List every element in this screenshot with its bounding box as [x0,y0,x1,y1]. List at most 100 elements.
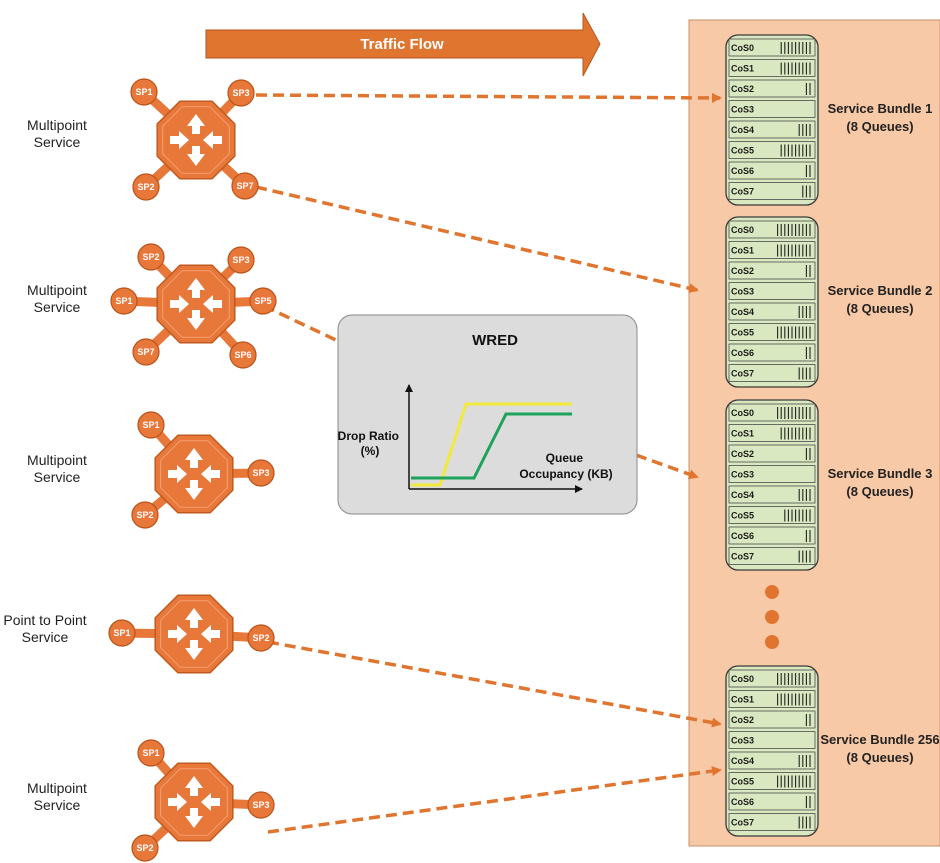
router-arrow-left [168,625,187,643]
router-bevel [160,600,228,668]
queue-cell [728,465,816,483]
service-port[interactable]: SP2 [247,624,275,652]
service-port[interactable]: SP2 [131,834,159,862]
queue-label: CoS7 [731,552,754,562]
bundle-name: Service Bundle 1 [828,101,933,116]
service-port[interactable]: SP7 [231,172,259,200]
router-arrow-right [201,793,220,811]
router-arrow-left [168,793,187,811]
port-label: SP1 [113,628,130,638]
wred-title: WRED [472,332,518,349]
service-label-line: Service [22,629,69,645]
port-circle [132,338,160,366]
service-label-line: Multipoint [27,452,87,468]
queue-label: CoS0 [731,674,754,684]
service-port[interactable]: SP5 [249,287,277,315]
wred-y-label-line: Drop Ratio [338,429,399,443]
service-port[interactable]: SP1 [137,411,165,439]
service-port[interactable]: SP3 [247,791,275,819]
router-icon[interactable] [156,100,236,180]
queue-cell [728,220,816,239]
service-port[interactable]: SP1 [137,739,165,767]
queue-cell [728,282,816,300]
queue-label: CoS0 [731,43,754,53]
queue-cell [728,506,816,524]
port-circle [231,172,259,200]
queue-label: CoS6 [731,166,754,176]
service-port[interactable]: SP2 [132,173,160,201]
service-port[interactable]: SP3 [227,79,255,107]
queue-cell [728,813,816,831]
queue-label: CoS6 [731,531,754,541]
queue-label: CoS4 [731,125,754,135]
service-bundle: CoS0CoS1CoS2CoS3CoS4CoS5CoS6CoS7Service … [725,34,933,206]
queue-cell [728,100,816,118]
queue-row: CoS5 [728,772,816,790]
router-arrow-right [203,295,222,313]
router-bevel [160,768,228,836]
connector-line [255,185,699,294]
queue-cell [728,403,816,422]
service-port[interactable]: SP1 [130,78,158,106]
service-port[interactable]: SP7 [132,338,160,366]
bundles-layer: CoS0CoS1CoS2CoS3CoS4CoS5CoS6CoS7Service … [725,34,940,837]
queue-row: CoS3 [728,465,816,483]
router-arrow-left [168,465,187,483]
queue-label: CoS2 [731,715,754,725]
router-icon[interactable] [154,594,234,674]
router-bevel [160,440,228,508]
port-circle [247,624,275,652]
queue-label: CoS4 [731,307,754,317]
router-icon[interactable] [154,434,234,514]
port-circle [229,341,257,369]
service-port[interactable]: SP3 [227,246,255,274]
queue-cell [728,772,816,790]
queue-cell [728,731,816,749]
queue-cell [728,59,816,77]
port-label: SP1 [142,748,159,758]
service-port[interactable]: SP1 [108,619,136,647]
connector-line [267,640,722,728]
service-bundle: CoS0CoS1CoS2CoS3CoS4CoS5CoS6CoS7Service … [725,399,932,571]
queue-cell [728,669,816,688]
router-body [154,594,234,674]
port-circle [131,501,159,529]
queue-row: CoS7 [728,182,816,200]
router-arrow-down [185,808,203,828]
wred-x-label-line: Queue [546,451,584,465]
bundle-sub: (8 Queues) [846,484,913,499]
queue-cell [728,364,816,382]
router-icon[interactable] [156,264,236,344]
queue-cell [728,343,816,362]
wred-panel: WRED Drop Ratio (%) Queue Occupancy (KB) [337,314,638,515]
connections [255,92,722,834]
service-port[interactable]: SP2 [131,501,159,529]
bundle-sub: (8 Queues) [846,750,913,765]
port-circle [137,411,165,439]
queue-label: CoS2 [731,84,754,94]
queue-row: CoS6 [728,792,816,811]
service-port[interactable]: SP1 [110,287,138,315]
port-label: SP5 [254,296,271,306]
queue-cell [728,38,816,57]
queue-cell [728,79,816,98]
service-port[interactable]: SP2 [137,243,165,271]
queue-cell [728,485,816,504]
port-circle [137,243,165,271]
queue-label: CoS5 [731,511,754,521]
service-port[interactable]: SP6 [229,341,257,369]
router-icon[interactable] [154,762,234,842]
queue-row: CoS3 [728,731,816,749]
router-arrow-right [201,625,220,643]
queue-label: CoS3 [731,287,754,297]
wred-curve-yellow [411,402,572,487]
queue-row: CoS7 [728,547,816,565]
queue-label: CoS4 [731,490,754,500]
queue-label: CoS5 [731,777,754,787]
service-port[interactable]: SP3 [247,459,275,487]
